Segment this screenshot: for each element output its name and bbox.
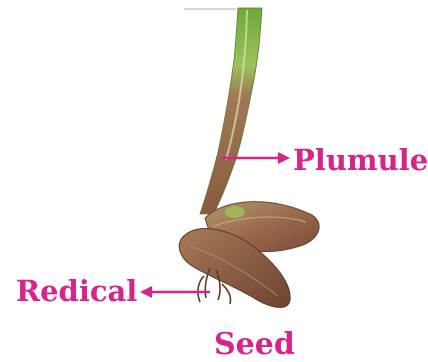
redical-arrow xyxy=(140,286,210,298)
plumule-label: Plumule xyxy=(293,146,428,175)
redical-label: Redical xyxy=(16,277,137,306)
plumule-stem xyxy=(200,8,262,214)
cotyledon-green-spot xyxy=(225,206,245,218)
seed-label: Seed xyxy=(214,330,295,360)
